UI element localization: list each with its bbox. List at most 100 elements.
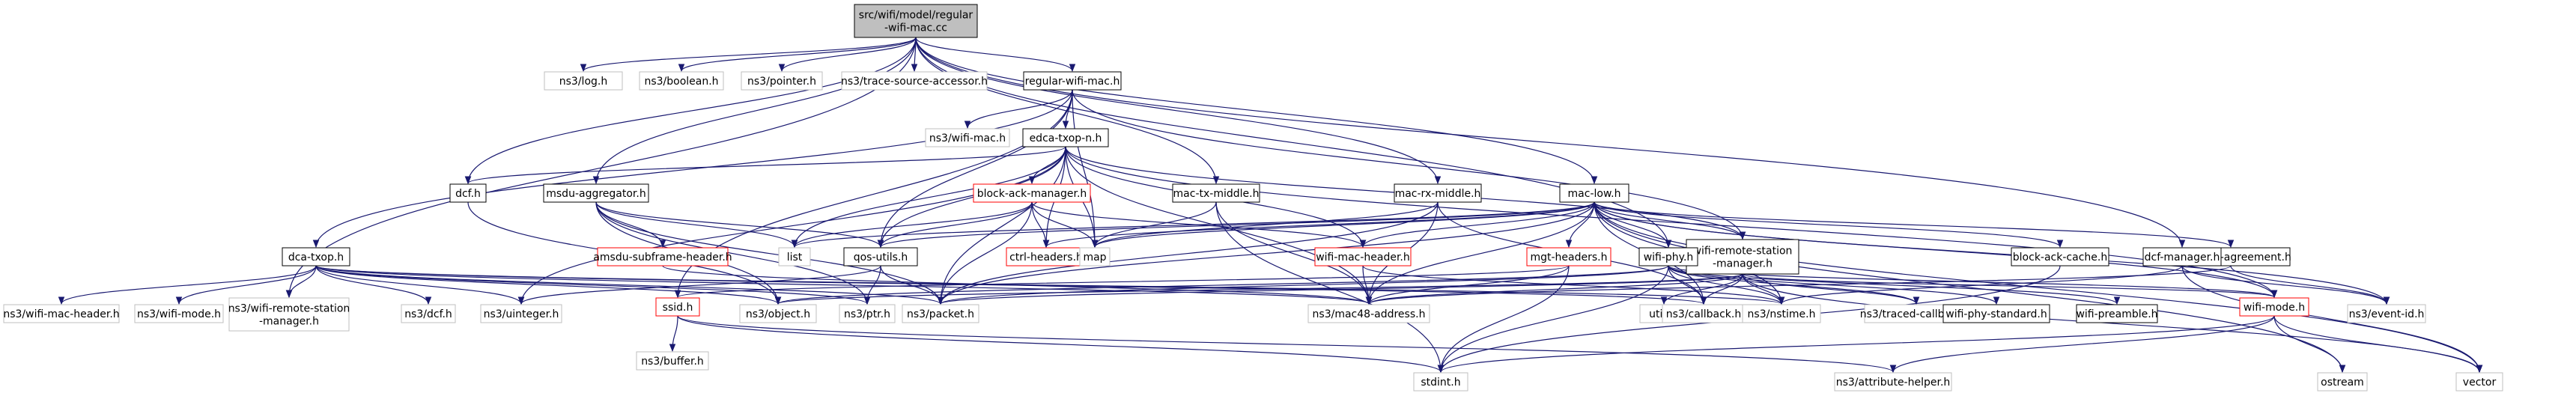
node-dca[interactable]: dca-txop.h (282, 247, 350, 266)
edge-mac_low-to-remote_station (1594, 201, 1746, 240)
node-label: map (1083, 252, 1106, 264)
node-preamble[interactable]: wifi-preamble.h (2076, 304, 2158, 323)
edge-root-to-pointer (778, 37, 917, 73)
node-boolean: ns3/boolean.h (639, 71, 724, 91)
edge-block_ack_agree-to-mac48 (1366, 265, 2232, 305)
node-mac48: ns3/mac48-address.h (1307, 304, 1430, 323)
node-box (1638, 247, 1698, 266)
node-label: ssid.h (663, 302, 693, 314)
node-phy-standard[interactable]: wifi-phy-standard.h (1942, 304, 2050, 323)
edge-dca-to-packet (315, 265, 944, 305)
node-qos[interactable]: qos-utils.h (843, 247, 918, 266)
node-box (1662, 304, 1746, 323)
node-mgt[interactable]: mgt-headers.h (1526, 247, 1611, 266)
node-wifi-phy[interactable]: wifi-phy.h (1638, 247, 1698, 266)
edge-qos-to-ptr (863, 265, 881, 305)
edge-wifi_mode-to-ostream (2273, 315, 2346, 374)
node-dcf[interactable]: dcf.h (449, 183, 487, 203)
edge-wifi_phy-to-callback (1668, 265, 1707, 305)
edge-qos-to-packet (880, 265, 944, 305)
node-box (1394, 183, 1482, 203)
node-box (282, 247, 350, 266)
node-ctrl[interactable]: ctrl-headers.h (1006, 247, 1087, 266)
node-ns3-wifi-mode: ns3/wifi-mode.h (134, 304, 224, 323)
node-pointer: ns3/pointer.h (741, 71, 823, 91)
node-box (597, 247, 729, 266)
node-mac-rx[interactable]: mac-rx-middle.h (1394, 183, 1482, 203)
node-label: wifi-phy.h (1644, 252, 1694, 264)
node-label: dcf.h (455, 188, 481, 200)
node-box (1413, 372, 1468, 392)
edge-dca-to-nstime (315, 265, 1784, 305)
node-edca[interactable]: edca-txop-n.h (1022, 128, 1109, 147)
node-remote-station[interactable]: wifi-remote-station-manager.h (1686, 239, 1799, 275)
edge-dcf_mgr-to-vector (2181, 265, 2483, 374)
node-list: list (778, 247, 811, 266)
node-label: regular-wifi-mac.h (1025, 76, 1120, 88)
node-box (480, 304, 562, 323)
node-box (854, 4, 978, 38)
node-box (1834, 372, 1952, 392)
node-ssid[interactable]: ssid.h (655, 297, 700, 317)
edge-wifi_phy-to-packet (938, 265, 1669, 305)
node-box (2239, 297, 2309, 317)
node-trace-accessor: ns3/trace-source-accessor.h (841, 71, 988, 91)
node-wifi-mac-header[interactable]: wifi-mac-header.h (1314, 247, 1412, 266)
node-label: ns3/callback.h (1666, 308, 1741, 320)
edge-msdu-to-list (595, 201, 798, 249)
edge-remote_station-to-object (775, 273, 1743, 305)
node-box (3, 304, 120, 323)
edge-regular_mac_h-to-dca (312, 89, 1073, 249)
node-box (1942, 304, 2050, 323)
node-box (2317, 372, 2368, 392)
node-wifi-mode[interactable]: wifi-mode.h (2239, 297, 2309, 317)
node-mac-tx[interactable]: mac-tx-middle.h (1172, 183, 1260, 203)
node-wifi-mac: ns3/wifi-mac.h (925, 128, 1010, 147)
node-label: -wifi-mac.cc (884, 22, 947, 34)
edge-amsdu-to-mac48 (662, 265, 1372, 305)
node-ns3-dcf: ns3/dcf.h (401, 304, 456, 323)
node-label: -manager.h (259, 316, 319, 328)
edge-dca-to-mac48 (315, 265, 1372, 305)
node-box (1559, 183, 1629, 203)
edge-msdu-to-qos (595, 201, 884, 249)
edge-edca-to-wifi_mode (1065, 146, 2278, 299)
node-mac-low[interactable]: mac-low.h (1559, 183, 1629, 203)
node-event-id: ns3/event-id.h (2347, 304, 2426, 323)
edge-mac_low-to-event_id (1594, 201, 2390, 305)
node-ptr: ns3/ptr.h (839, 304, 896, 323)
edge-root-to-mac_low (915, 37, 1598, 185)
node-label: wifi-mode.h (2244, 302, 2305, 314)
node-label: ns3/wifi-mac-header.h (3, 308, 119, 320)
node-msdu[interactable]: msdu-aggregator.h (543, 183, 649, 203)
node-box (544, 71, 623, 91)
node-label: ns3/uinteger.h (484, 308, 559, 320)
edge-mac_tx-to-map (1091, 201, 1217, 249)
node-root[interactable]: src/wifi/model/regular-wifi-mac.cc (854, 4, 978, 38)
edge-edca-to-block_ack_mgr (1028, 146, 1066, 185)
node-map: map (1079, 247, 1111, 266)
node-label: edca-txop-n.h (1030, 133, 1102, 144)
node-amsdu[interactable]: amsdu-subframe-header.h (593, 247, 732, 266)
node-label: dcf-manager.h (2145, 252, 2220, 264)
edge-wifi_mode-to-attr_helper (1889, 315, 2275, 374)
node-block-ack-cache[interactable]: block-ack-cache.h (2011, 247, 2109, 266)
node-regular-mac-h[interactable]: regular-wifi-mac.h (1023, 71, 1122, 91)
node-label: ostream (2321, 377, 2364, 389)
node-box (839, 304, 896, 323)
edge-dca-to-ns3_wifi_mode (175, 265, 317, 305)
node-label: list (787, 252, 803, 264)
node-label: ns3/ptr.h (844, 308, 890, 320)
node-label: ns3/buffer.h (641, 356, 704, 368)
node-block-ack-mgr[interactable]: block-ack-manager.h (973, 183, 1091, 203)
node-label: mac-low.h (1568, 188, 1621, 200)
node-label: ns3/object.h (746, 308, 810, 320)
node-box (134, 304, 224, 323)
edge-dcf_mgr-to-nstime (1778, 265, 2183, 305)
node-dcf-mgr[interactable]: dcf-manager.h (2142, 247, 2222, 266)
edge-mgt-to-mac48 (1365, 265, 1570, 305)
edge-remote_station-to-mac48 (1365, 273, 1743, 305)
node-label: stdint.h (1421, 377, 1460, 389)
node-label: mac-tx-middle.h (1173, 188, 1260, 200)
